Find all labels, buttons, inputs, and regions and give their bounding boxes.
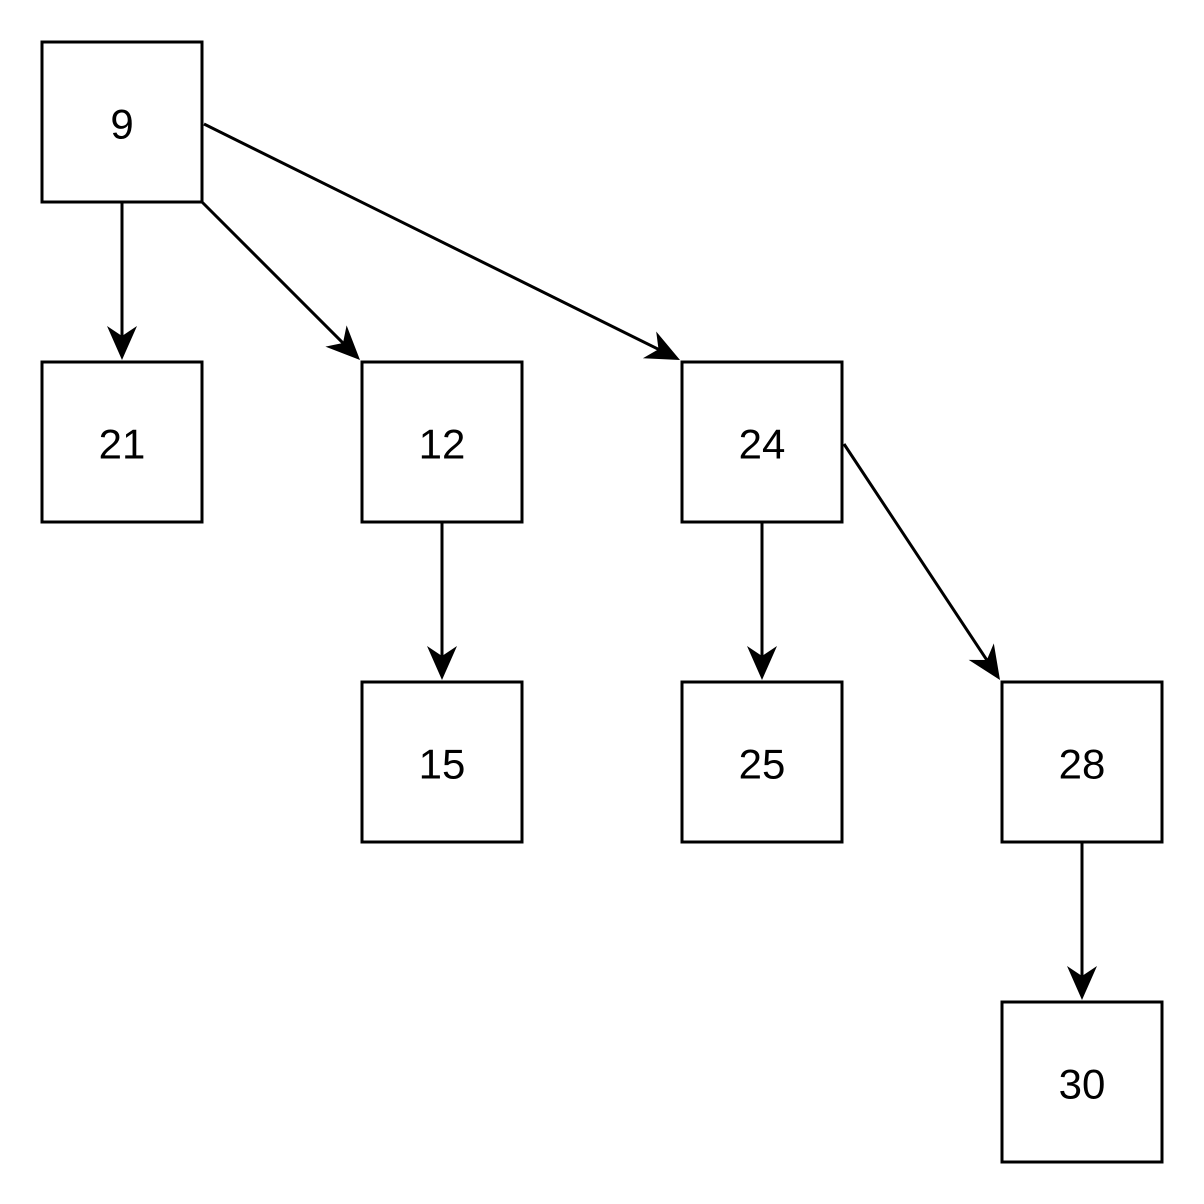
node-28: 28: [1000, 680, 1164, 844]
arrowhead-icon: [107, 326, 137, 360]
edge-line: [203, 122, 660, 351]
arrowhead-icon: [642, 331, 680, 360]
edges-layer: [107, 122, 1097, 1000]
edge-12-to-15: [427, 522, 457, 680]
node-30: 30: [1000, 1000, 1164, 1164]
node-box: [40, 40, 204, 204]
node-label: 15: [419, 741, 466, 788]
node-box: [680, 680, 844, 844]
node-label: 25: [739, 741, 786, 788]
arrowhead-icon: [325, 325, 360, 360]
node-box: [360, 680, 524, 844]
edge-24-to-25: [747, 522, 777, 680]
edge-24-to-28: [842, 443, 1000, 680]
edge-line: [200, 200, 345, 345]
node-box: [360, 360, 524, 524]
node-box: [1000, 680, 1164, 844]
node-label: 9: [110, 101, 133, 148]
arrowhead-icon: [747, 646, 777, 680]
arrowhead-icon: [1067, 966, 1097, 1000]
arrowhead-icon: [427, 646, 457, 680]
node-label: 30: [1059, 1061, 1106, 1108]
edge-9-to-12: [200, 200, 360, 360]
node-box: [1000, 1000, 1164, 1164]
node-12: 12: [360, 360, 524, 524]
edge-9-to-24: [203, 122, 680, 360]
edge-9-to-21: [107, 202, 137, 360]
node-24: 24: [680, 360, 844, 524]
node-21: 21: [40, 360, 204, 524]
edge-line: [842, 443, 989, 661]
arrowhead-icon: [968, 643, 1000, 680]
node-label: 12: [419, 421, 466, 468]
node-label: 21: [99, 421, 146, 468]
node-label: 24: [739, 421, 786, 468]
node-9: 9: [40, 40, 204, 204]
node-15: 15: [360, 680, 524, 844]
edge-28-to-30: [1067, 842, 1097, 1000]
node-box: [680, 360, 844, 524]
nodes-layer: 9 21 12 24 15 25 28 30: [40, 40, 1164, 1164]
node-25: 25: [680, 680, 844, 844]
node-label: 28: [1059, 741, 1106, 788]
node-box: [40, 360, 204, 524]
